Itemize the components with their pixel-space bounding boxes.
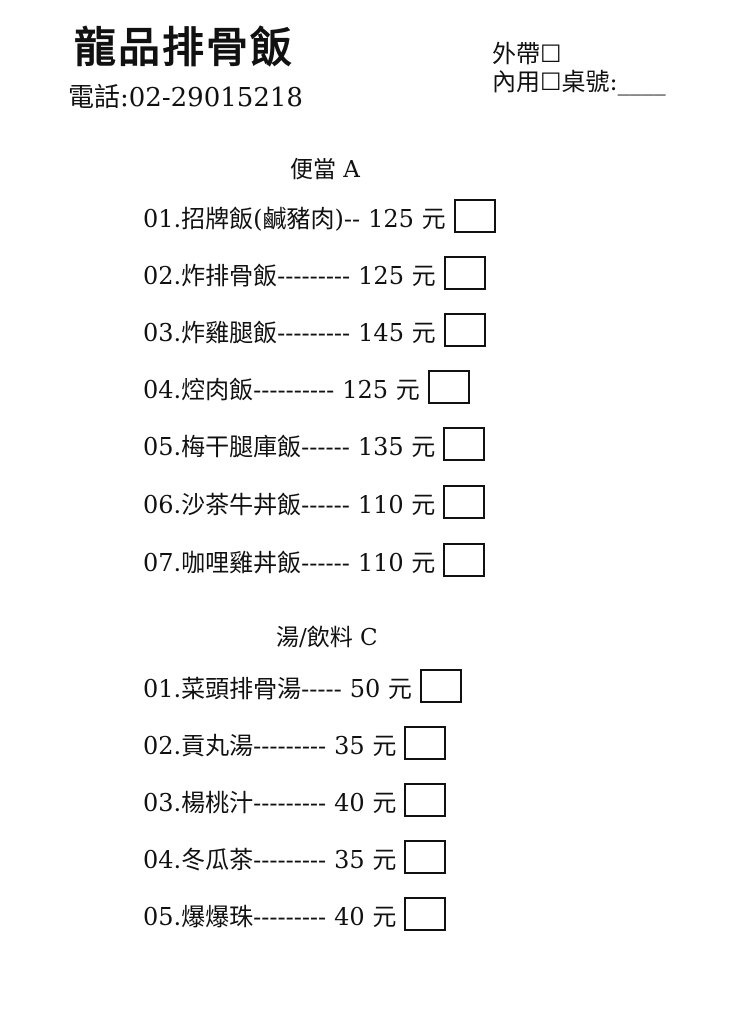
order-checkbox[interactable] [443,256,486,290]
menu-row: 02.貢丸湯--------- 35 元 [143,725,447,761]
order-checkbox[interactable] [443,485,486,519]
section-title-bento: 便當 A [290,157,360,183]
menu-item-name: 03.楊桃汁--------- [143,788,327,817]
menu-item-name: 04.冬瓜茶--------- [143,845,327,874]
menu-item-price: 110 元 [357,490,436,519]
order-checkbox[interactable] [427,370,470,404]
menu-row: 06.沙茶牛丼飯------ 110 元 [143,484,486,520]
menu-item-price: 50 元 [349,674,412,703]
order-checkbox[interactable] [443,313,486,347]
menu-row: 05.爆爆珠--------- 40 元 [143,896,447,932]
order-checkbox[interactable] [419,669,462,703]
menu-item-name: 03.炸雞腿飯--------- [143,318,351,347]
menu-item-name: 06.沙茶牛丼飯------ [143,490,350,519]
menu-item-name: 02.炸排骨飯--------- [143,261,351,290]
menu-item-name: 07.咖哩雞丼飯------ [143,548,350,577]
order-checkbox[interactable] [453,199,496,233]
menu-row: 02.炸排骨飯--------- 125 元 [143,255,486,291]
order-checkbox[interactable] [404,840,447,874]
menu-item-price: 110 元 [357,548,436,577]
menu-item-price: 145 元 [358,318,436,347]
dine-in-option[interactable]: 內用☐桌號:____ [492,68,666,96]
menu-item-price: 125 元 [342,375,420,404]
order-checkbox[interactable] [443,543,486,577]
takeout-option[interactable]: 外帶☐ [492,40,562,68]
menu-item-price: 40 元 [334,902,397,931]
menu-row: 07.咖哩雞丼飯------ 110 元 [143,542,486,578]
menu-item-name: 05.爆爆珠--------- [143,902,327,931]
menu-row: 05.梅干腿庫飯------ 135 元 [143,426,486,462]
menu-item-name: 04.焢肉飯---------- [143,375,335,404]
menu-item-name: 05.梅干腿庫飯------ [143,432,350,461]
order-checkbox[interactable] [443,427,486,461]
shop-name: 龍品排骨飯 [74,23,295,72]
menu-item-price: 125 元 [358,261,436,290]
menu-row: 01.招牌飯(鹹豬肉)-- 125 元 [143,198,496,234]
shop-phone: 電話:02-29015218 [68,83,303,113]
menu-item-price: 135 元 [357,432,436,461]
menu-row: 03.炸雞腿飯--------- 145 元 [143,312,486,348]
menu-row: 03.楊桃汁--------- 40 元 [143,782,447,818]
order-type-block: 外帶☐ 內用☐桌號:____ [492,40,666,96]
menu-item-name: 01.招牌飯(鹹豬肉)-- [143,204,361,233]
order-checkbox[interactable] [404,783,447,817]
order-checkbox[interactable] [404,726,447,760]
menu-item-price: 35 元 [334,731,397,760]
order-checkbox[interactable] [404,897,447,931]
menu-item-price: 125 元 [368,204,446,233]
menu-item-price: 40 元 [334,788,397,817]
menu-item-name: 02.貢丸湯--------- [143,731,327,760]
menu-item-name: 01.菜頭排骨湯----- [143,674,342,703]
menu-item-price: 35 元 [334,845,397,874]
menu-row: 01.菜頭排骨湯----- 50 元 [143,668,462,704]
menu-row: 04.焢肉飯---------- 125 元 [143,369,470,405]
menu-row: 04.冬瓜茶--------- 35 元 [143,839,447,875]
section-title-drinks: 湯/飲料 C [276,625,378,651]
